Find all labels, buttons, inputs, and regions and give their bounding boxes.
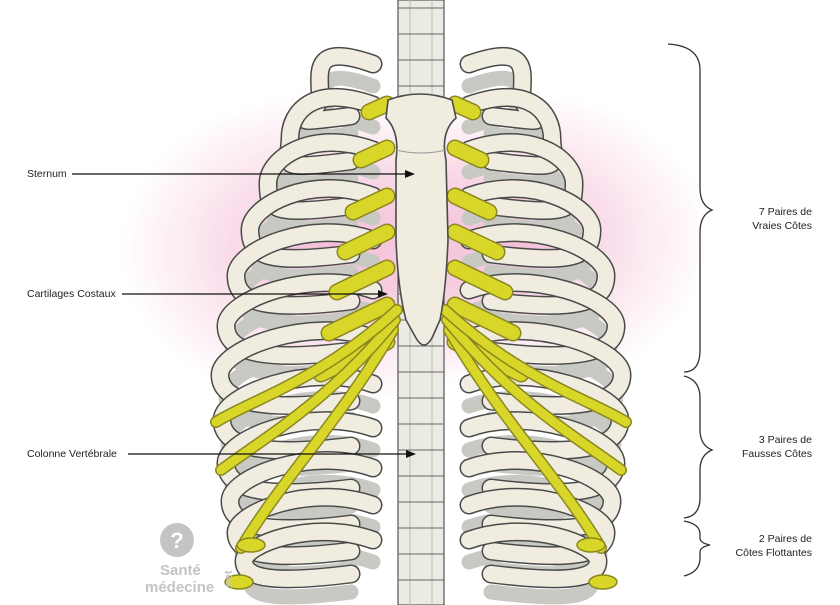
cartilage — [369, 104, 387, 112]
group-fausses-line1: 3 Paires de — [759, 434, 812, 446]
label-sternum: Sternum — [27, 168, 67, 180]
cartilage — [455, 104, 473, 112]
watermark-logo: ? Santé médecine .net — [145, 523, 235, 596]
watermark-line2: médecine — [145, 579, 214, 596]
group-vraies-line2: Vraies Côtes — [752, 220, 812, 232]
watermark-line1: Santé — [160, 562, 201, 579]
bracket-cotes-flottantes — [684, 521, 710, 576]
watermark-suffix: .net — [223, 570, 235, 590]
label-cartilages: Cartilages Costaux — [27, 288, 116, 300]
group-fausses-line2: Fausses Côtes — [742, 448, 812, 460]
floating-rib-tip — [589, 575, 617, 589]
floating-rib-tip — [237, 538, 265, 552]
label-colonne: Colonne Vertébrale — [27, 448, 117, 460]
bracket-fausses-cotes — [684, 376, 712, 518]
svg-text:?: ? — [170, 528, 183, 553]
group-vraies-line1: 7 Paires de — [759, 206, 812, 218]
floating-rib-tip — [577, 538, 605, 552]
group-flottantes-line1: 2 Paires de — [759, 533, 812, 545]
group-flottantes-line2: Côtes Flottantes — [736, 547, 812, 559]
